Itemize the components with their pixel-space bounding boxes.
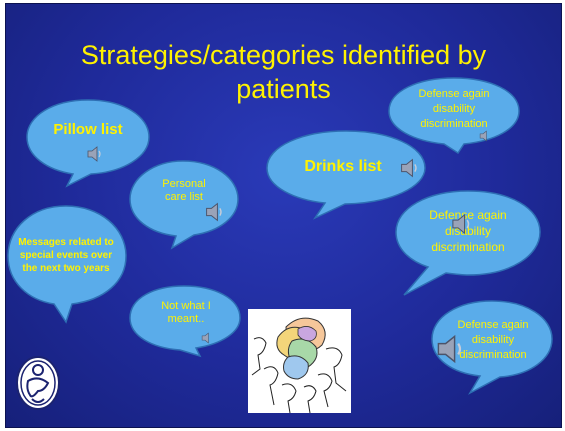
speech-bubble-shape bbox=[7, 205, 127, 324]
bubble-pillow-list: Pillow list bbox=[23, 98, 153, 188]
bubble-label: Defense again disability discrimination bbox=[429, 208, 507, 254]
bubble-defense-middle: Defense again disability discrimination bbox=[384, 189, 544, 299]
title-line-1: Strategies/categories identified by bbox=[80, 40, 487, 70]
speech-bubble-shape bbox=[431, 300, 553, 395]
slide: Strategies/categories identified by pati… bbox=[5, 3, 562, 428]
speaker-icon[interactable] bbox=[398, 156, 422, 180]
speaker-icon[interactable] bbox=[200, 331, 214, 345]
hospital-logo-icon bbox=[16, 356, 60, 410]
bubble-label: Not what I meant.. bbox=[161, 300, 211, 325]
speech-bubble-shape bbox=[395, 190, 541, 296]
people-talking-drawing bbox=[248, 309, 351, 414]
speech-bubble-shape bbox=[129, 160, 239, 250]
speaker-icon[interactable] bbox=[433, 331, 469, 367]
speech-bubble-shape bbox=[266, 130, 426, 220]
bubble-label: Defense again disability discrimination bbox=[418, 87, 490, 130]
slide-title: Strategies/categories identified by pati… bbox=[6, 38, 561, 106]
bubble-defense-bottom: Defense again disability discrimination bbox=[426, 299, 556, 395]
speaker-icon[interactable] bbox=[203, 200, 227, 224]
bubble-label: Drinks list bbox=[304, 158, 382, 175]
title-line-2: patients bbox=[236, 74, 331, 104]
speech-bubble-shape bbox=[129, 285, 241, 358]
bubble-label: Messages related to special events over … bbox=[18, 236, 114, 274]
bubble-messages: Messages related to special events over … bbox=[6, 204, 134, 324]
bubble-label: Pillow list bbox=[53, 120, 123, 138]
speaker-icon[interactable] bbox=[478, 129, 492, 143]
bubble-not-what-i-meant: Not what I meant.. bbox=[126, 284, 246, 358]
speaker-icon[interactable] bbox=[449, 211, 475, 237]
speech-bubble-shape bbox=[26, 99, 150, 188]
bubble-personal-care-list: Personal care list bbox=[126, 159, 244, 250]
speaker-icon[interactable] bbox=[85, 144, 105, 164]
bubble-label: Defense again disability discrimination bbox=[457, 318, 529, 361]
bubble-label: Personal care list bbox=[162, 178, 206, 203]
bubble-defense-top: Defense again disability discrimination bbox=[384, 76, 524, 155]
people-talking-picture bbox=[248, 309, 351, 414]
bubble-drinks-list: Drinks list bbox=[263, 129, 431, 220]
